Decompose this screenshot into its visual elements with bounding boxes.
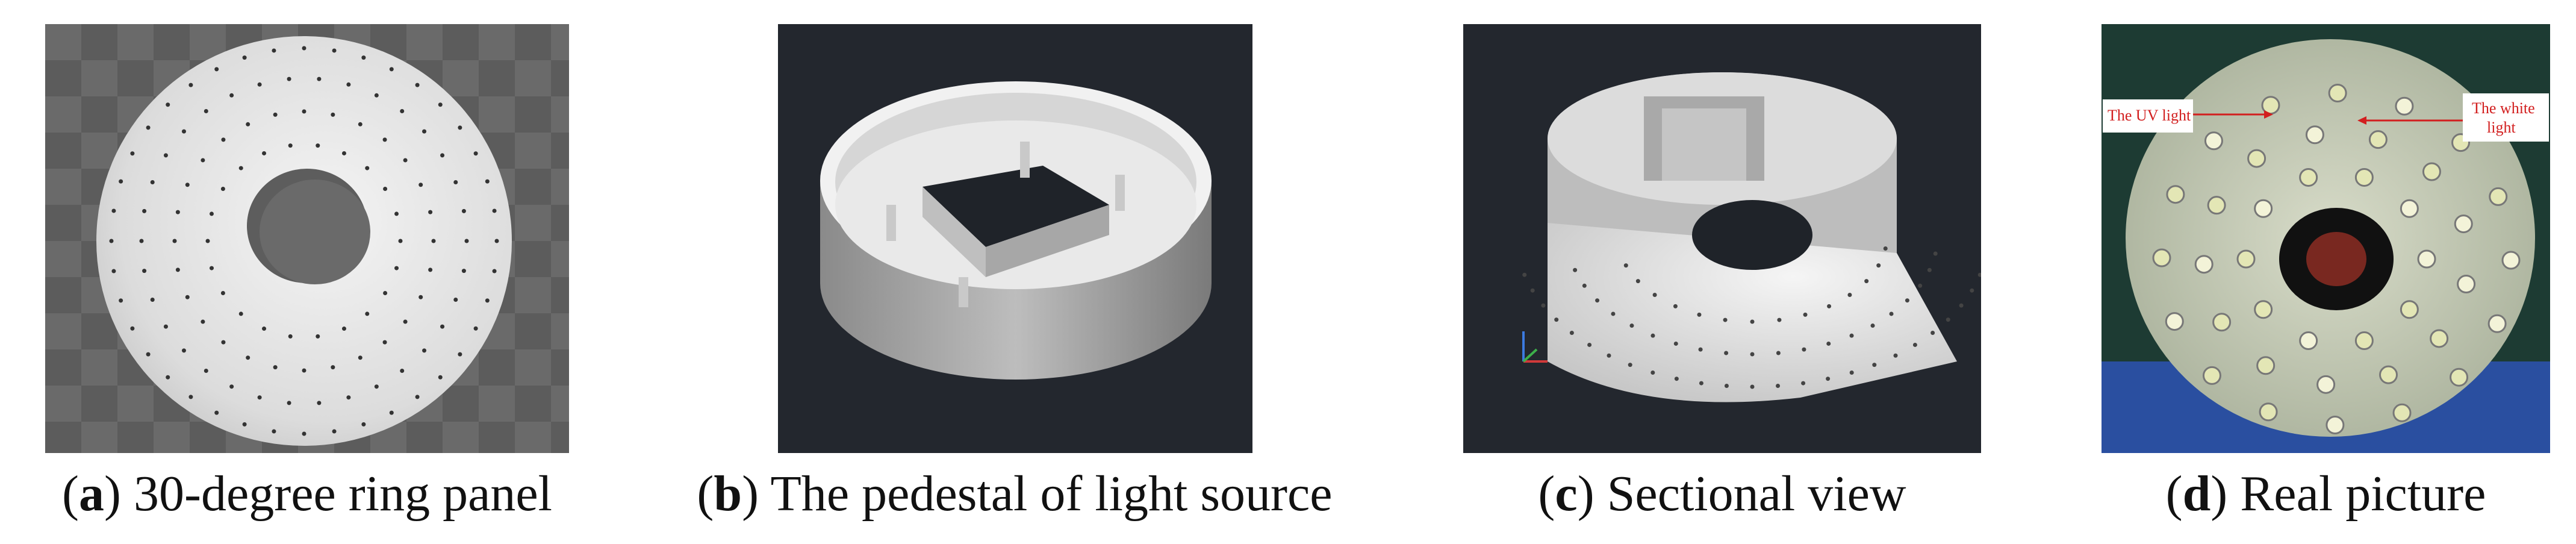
pedestal-render <box>778 24 1252 453</box>
figure-d-image: The UV light The white light <box>2102 24 2550 453</box>
caption-c-text: Sectional view <box>1594 466 1906 522</box>
caption-d-text: Real picture <box>2227 466 2486 522</box>
caption-d-letter: d <box>2182 466 2211 522</box>
sectional-view-render <box>1463 24 1981 453</box>
caption-b-letter: b <box>714 466 742 522</box>
caption-a-text: 30-degree ring panel <box>120 466 552 522</box>
caption-c: (c) Sectional view <box>1538 466 1906 522</box>
caption-c-letter: c <box>1555 466 1578 522</box>
figure-a-image <box>45 24 569 453</box>
figure-c-image <box>1463 24 1981 453</box>
annotation-white-light-1: The white <box>2472 99 2535 117</box>
real-picture-photo: The UV light The white light <box>2102 24 2550 453</box>
caption-b: (b) The pedestal of light source <box>697 466 1333 522</box>
caption-b-text: The pedestal of light source <box>759 466 1333 522</box>
caption-d: (d) Real picture <box>2165 466 2486 522</box>
caption-a-letter: a <box>78 466 104 522</box>
figure-b-image <box>778 24 1252 453</box>
annotation-white-light-2: light <box>2487 119 2516 136</box>
ring-panel-render <box>45 24 569 453</box>
annotation-uv-light: The UV light <box>2108 107 2191 124</box>
caption-a: (a) 30-degree ring panel <box>62 466 552 522</box>
